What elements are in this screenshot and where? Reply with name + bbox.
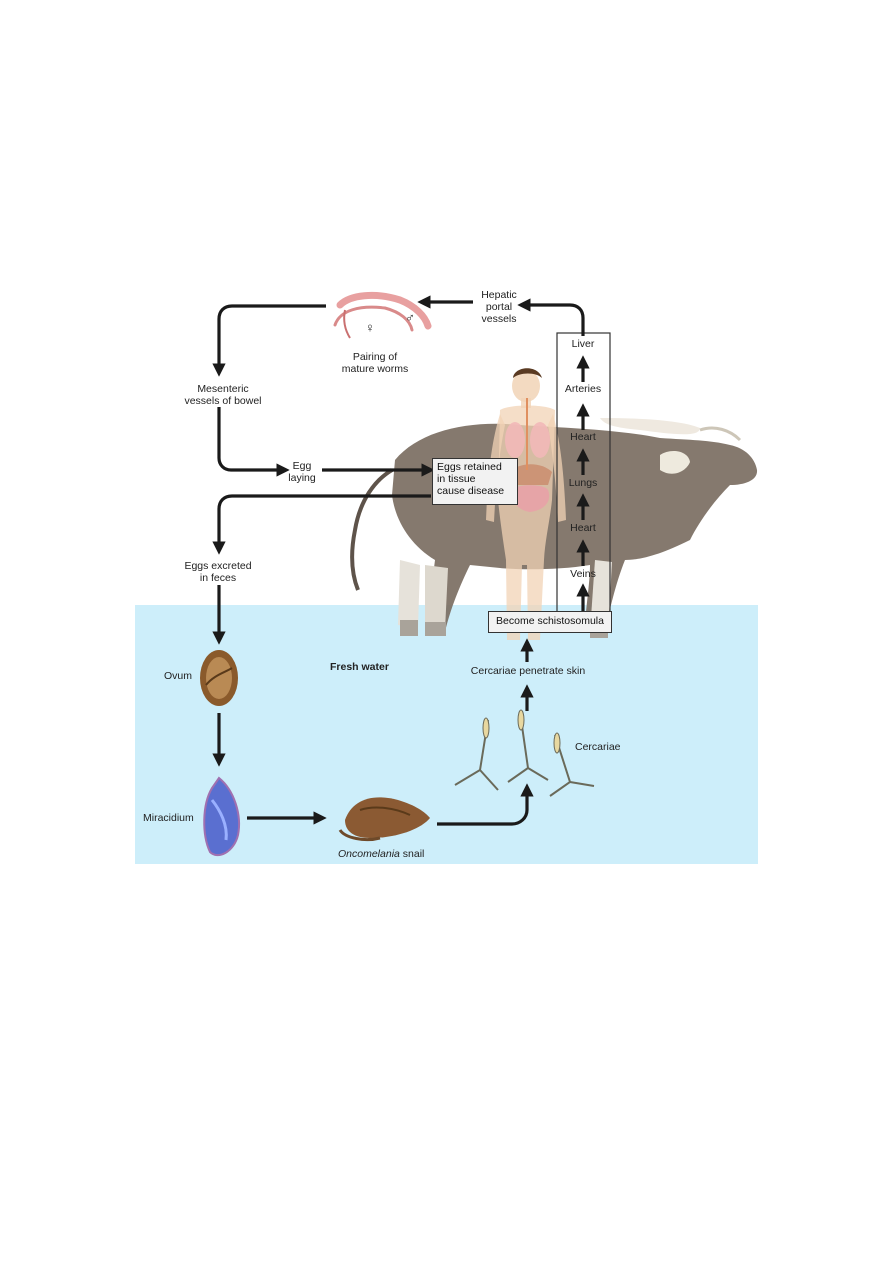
cercaria-icon — [454, 711, 595, 797]
arteries-label: Arteries — [564, 383, 602, 395]
miracidium-label: Miracidium — [143, 812, 194, 824]
cercariae-penetrate-label: Cercariae penetrate skin — [470, 665, 586, 677]
heart-upper-label: Heart — [570, 431, 596, 443]
mesenteric-label: Mesenteric vessels of bowel — [184, 383, 262, 407]
snail-label: Oncomelania snail — [338, 848, 424, 860]
heart-lower-label: Heart — [570, 522, 596, 534]
eggs-excreted-label: Eggs excreted in feces — [184, 560, 252, 584]
veins-label: Veins — [570, 568, 596, 580]
snail-genus-label: Oncomelania — [338, 848, 400, 860]
fresh-water-label: Fresh water — [330, 661, 389, 673]
egg-laying-label: Egg laying — [288, 460, 316, 484]
pairing-label: Pairing of mature worms — [341, 351, 409, 375]
worm-pair-icon — [333, 292, 432, 339]
snail-icon — [338, 797, 430, 842]
lungs-label: Lungs — [568, 477, 598, 489]
male-symbol: ♂ — [405, 310, 415, 325]
liver-label: Liver — [571, 338, 595, 350]
cercariae-label: Cercariae — [575, 741, 621, 753]
become-schistosomula-box: Become schistosomula — [488, 611, 612, 633]
hepatic-portal-label: Hepatic portal vessels — [481, 289, 517, 325]
miracidium-icon — [203, 776, 240, 857]
ovum-label: Ovum — [164, 670, 193, 682]
female-symbol: ♀ — [365, 320, 375, 335]
ovum-icon — [200, 650, 238, 706]
lifecycle-arrows — [212, 295, 590, 826]
eggs-retained-box: Eggs retained in tissue cause disease — [432, 458, 518, 505]
snail-word-label: snail — [399, 848, 425, 860]
